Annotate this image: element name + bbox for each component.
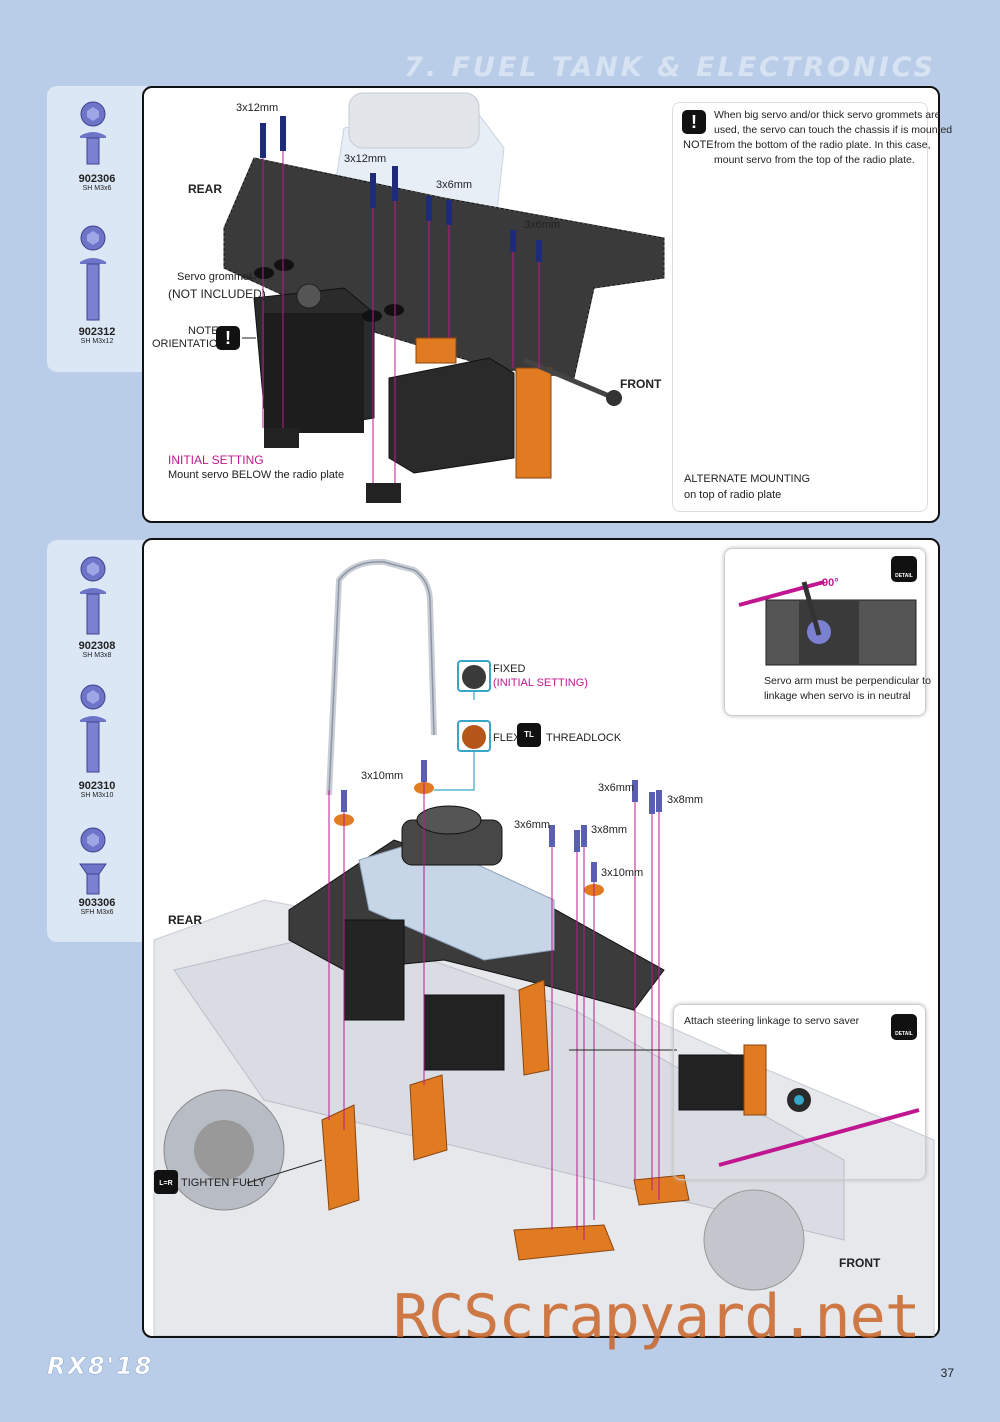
screw-icons-step2 [79,556,107,895]
step1-panel: 3x12mm 3x12mm 3x6mm 3x6mm REAR FRONT Ser… [142,86,952,523]
screw-label-3x12-b: 3x12mm [344,153,387,165]
threadlock-label: THREADLOCK [546,732,622,744]
flex-label: FLEX [493,732,521,744]
angle-90-label: 90° [822,577,839,589]
note-label: NOTE [683,139,714,151]
screw-label-3x8-b: 3x8mm [591,824,628,836]
model-logo: RX8'18 [47,1352,154,1381]
servo-grommet-label: Servo grommet [177,271,253,283]
front-label: FRONT [620,377,662,391]
detail-box-servo-arm [724,548,926,716]
detail-magnifier-icon: DETAIL [891,556,917,582]
screw-label-3x6-b: 3x6mm [514,819,551,831]
front-label: FRONT [839,1256,881,1270]
section-title: 7. FUEL TANK & ELECTRONICS [404,52,936,83]
screw-m3x6-icon [80,101,106,165]
alternate-mounting-title: ALTERNATE MOUNTING [684,473,811,485]
screw-m3x12-icon [80,225,106,321]
flex-bushing-icon [457,720,491,752]
screw-icons-step1 [80,101,106,321]
note-orientation-label-2: ORIENTATION [152,338,226,350]
screw-m3x10-icon [80,684,106,773]
screw-label-3x8-a: 3x8mm [667,794,704,806]
note-text-line-3: from the bottom of the radio plate. In t… [714,139,931,151]
screw-label-3x10-b: 3x10mm [601,867,644,879]
initial-setting-title: INITIAL SETTING [168,453,264,467]
note-text-line-4: mount servo from the top of the radio pl… [714,154,915,166]
note-warning-icon: ! [682,110,706,134]
screw-label-3x6-b: 3x6mm [524,219,561,231]
initial-setting-label: (INITIAL SETTING) [493,677,588,689]
page-number: 37 [940,1366,954,1380]
detail2-text: Attach steering linkage to servo saver [684,1015,860,1027]
detail1-drawing [738,580,917,666]
screw-label-3x6-a: 3x6mm [598,782,635,794]
note-text-line-2: used, the servo can touch the chassis if… [714,124,953,136]
rear-label: REAR [168,913,203,927]
screw-label-3x12-a: 3x12mm [236,102,279,114]
watermark: RCScrapyard.net [393,1282,921,1352]
not-included-label: (NOT INCLUDED) [168,287,266,301]
screw-sfh-m3x6-icon [79,827,107,895]
detail2-drawing [678,1044,920,1167]
initial-setting-text: Mount servo BELOW the radio plate [168,469,345,481]
detail-magnifier-icon-2: DETAIL [891,1014,917,1040]
detail-box-steering-linkage [673,1004,926,1180]
step2-panel: FIXED (INITIAL SETTING) FLEX TL THREADLO… [142,538,940,1338]
detail1-text-line-1: Servo arm must be perpendicular to [764,675,931,687]
detail1-text-line-2: linkage when servo is in neutral [764,690,911,702]
tighten-fully-label: TIGHTEN FULLY [181,1177,266,1189]
fixed-bushing-icon [457,660,491,692]
note-orientation-label-1: NOTE [188,325,219,337]
alternate-mounting-box [672,102,928,512]
threadlock-icon: TL [517,723,541,747]
fixed-label: FIXED [493,663,526,675]
screw-label-3x6-a: 3x6mm [436,179,473,191]
warning-icon: ! [216,326,240,350]
note-text-line-1: When big servo and/or thick servo gromme… [714,109,941,121]
rear-label: REAR [188,182,223,196]
tighten-fully-icon: L=R [154,1170,178,1194]
alternate-mounting-text: on top of radio plate [684,489,782,501]
screw-label-3x10-a: 3x10mm [361,770,404,782]
screw-m3x8-icon [80,556,106,635]
